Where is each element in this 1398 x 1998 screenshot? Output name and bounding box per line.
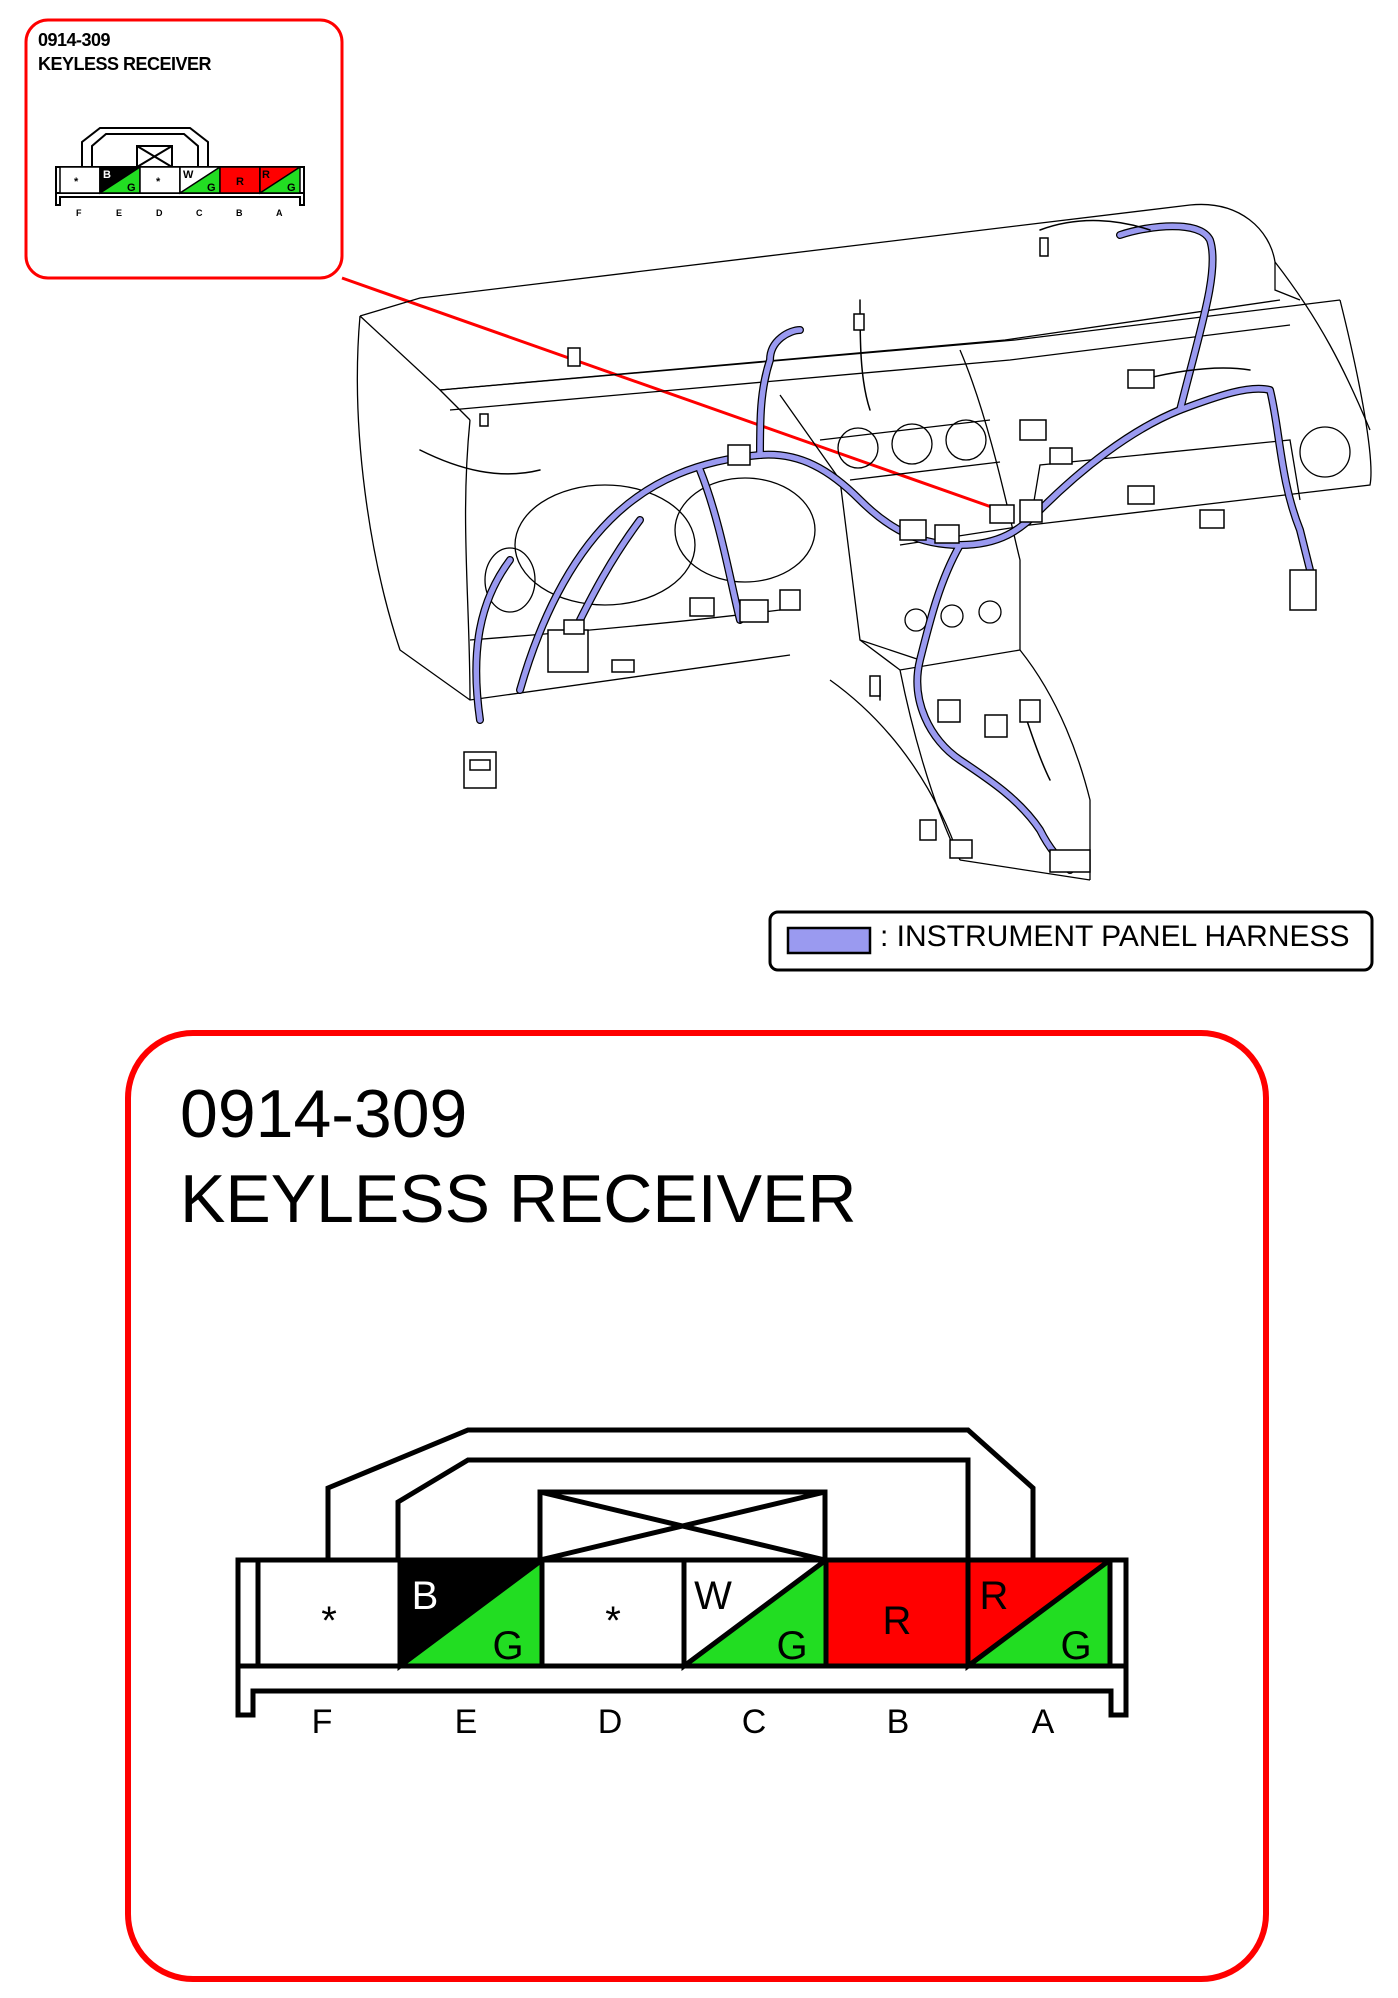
pin-e-bottom-color: G	[492, 1624, 523, 1668]
legend-swatch	[786, 926, 872, 955]
detail-callout-connector-code: 0914-309	[180, 1076, 468, 1152]
svg-text:A: A	[276, 208, 283, 218]
pin-letter-b: B	[887, 1703, 910, 1741]
svg-text:B: B	[236, 208, 243, 218]
svg-text:E: E	[116, 208, 122, 218]
legend-label: : INSTRUMENT PANEL HARNESS	[880, 920, 1350, 953]
pin-f-mark: *	[321, 1599, 337, 1643]
detail-callout-connector-name: KEYLESS RECEIVER	[180, 1161, 857, 1237]
small-connector-labels: * B G * W G R R G	[74, 169, 296, 194]
small-callout-connector-code: 0914-309	[38, 30, 111, 50]
pin-a-top-color: R	[980, 1574, 1009, 1618]
pin-c-bottom-color: G	[776, 1624, 807, 1668]
callout-pointer-line	[341, 276, 1001, 512]
small-pin-letters: F E D C B A	[76, 208, 283, 218]
gauges-and-vents	[484, 419, 1351, 632]
small-pin-c-top: W	[183, 169, 194, 181]
small-pin-e-bottom: G	[127, 182, 136, 194]
pin-c-top-color: W	[694, 1574, 732, 1618]
pin-b-color: R	[883, 1599, 912, 1643]
svg-text:D: D	[156, 208, 163, 218]
instrument-panel-outline	[356, 203, 1372, 881]
small-pin-a-top: R	[262, 169, 270, 181]
instrument-panel-harness	[419, 219, 1314, 874]
pin-letter-d: D	[598, 1703, 623, 1741]
small-pin-c-bottom: G	[207, 182, 216, 194]
pin-e-top-color: B	[412, 1574, 439, 1618]
detail-pin-letters: F E D C B A	[312, 1703, 1055, 1741]
pin-letter-a: A	[1032, 1703, 1055, 1741]
svg-text:F: F	[76, 208, 82, 218]
pin-letter-f: F	[312, 1703, 333, 1741]
pin-letter-e: E	[455, 1703, 478, 1741]
pin-letter-c: C	[742, 1703, 767, 1741]
pin-cavity-f	[255, 1557, 403, 1669]
harness-connectors	[463, 237, 1317, 873]
svg-text:C: C	[196, 208, 203, 218]
detail-connector-cavities	[255, 1557, 1118, 1671]
small-connector-cavities	[59, 166, 303, 195]
small-pin-a-bottom: G	[287, 182, 296, 194]
pin-cavity-d	[539, 1557, 687, 1669]
detail-pin-wire-labels: * B G * W G R R G	[321, 1574, 1091, 1668]
small-pin-e-top: B	[103, 169, 111, 181]
legend-box	[768, 910, 1374, 972]
small-callout-frame	[24, 18, 344, 280]
pin-a-bottom-color: G	[1060, 1624, 1091, 1668]
small-callout-connector-name: KEYLESS RECEIVER	[38, 54, 212, 74]
pin-d-mark: *	[605, 1599, 621, 1643]
small-pin-d-mark: *	[156, 176, 161, 188]
small-pin-b-mark: R	[236, 176, 244, 188]
small-pin-f-mark: *	[74, 176, 79, 188]
